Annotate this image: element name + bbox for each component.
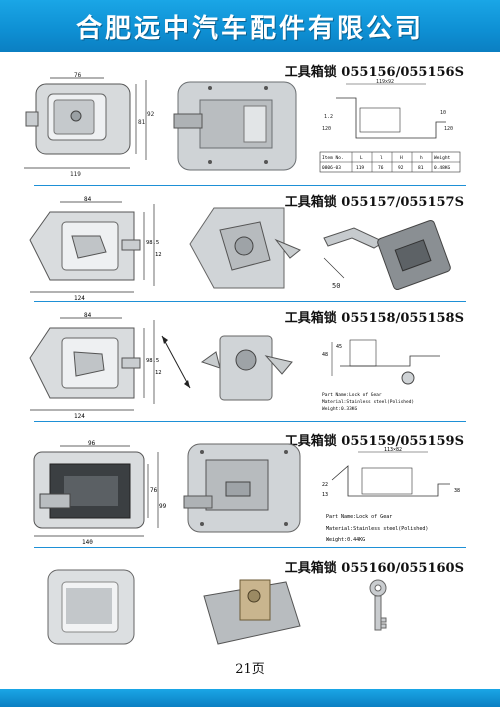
part-name: Part Name:Lock of Gear bbox=[326, 514, 392, 520]
product-title: 工具箱锁 055157/055157S bbox=[284, 195, 464, 210]
lock-back-photo bbox=[189, 207, 301, 289]
spec-cell: 81 bbox=[418, 165, 424, 171]
section-divider bbox=[34, 547, 466, 548]
product-title: 工具箱锁 055159/055159S bbox=[284, 434, 464, 449]
part-weight: Weight:0.33KG bbox=[322, 406, 358, 412]
dim-h1: 81 bbox=[138, 119, 146, 126]
lock-back-photo bbox=[203, 579, 301, 645]
side-label-3: 22 bbox=[322, 482, 328, 488]
side-label-3: 120 bbox=[322, 126, 331, 132]
part-material: Material:Stainless steel(Polished) bbox=[326, 526, 428, 532]
dim-inner-width: 76 bbox=[74, 72, 82, 79]
side-label-4: 13 bbox=[322, 492, 328, 498]
dim-inner-width: 84 bbox=[84, 312, 92, 319]
lock-side-photo: 50 bbox=[323, 219, 451, 291]
section-divider bbox=[34, 185, 466, 186]
side-label-1: 50 bbox=[332, 282, 340, 290]
lock-dimension-photo: 84 98.5 121 124 bbox=[29, 312, 162, 418]
side-label-5: 10 bbox=[440, 110, 446, 116]
product-title: 工具箱锁 055158/055158S bbox=[284, 311, 464, 326]
spec-cell: 0.48KG bbox=[434, 165, 451, 171]
section-divider bbox=[34, 301, 466, 302]
dim-h2: 121 bbox=[155, 370, 162, 376]
spec-header: H bbox=[400, 155, 403, 161]
lock-front-photo bbox=[47, 569, 135, 645]
side-label-2: 1.2 bbox=[324, 114, 333, 120]
lock-back-photo bbox=[183, 443, 301, 533]
product-section-055157: 工具箱锁 055157/055157S 84 98.5 121 124 50 bbox=[0, 186, 500, 300]
product-title: 工具箱锁 055160/055160S bbox=[284, 561, 464, 576]
side-label-2: 45 bbox=[336, 344, 342, 350]
product-title: 工具箱锁 055156/055156S bbox=[284, 65, 464, 80]
lock-side-drawing: 113×82 38 22 13 Part Name:Lock of Gear M… bbox=[322, 447, 460, 543]
side-label-2: 38 bbox=[454, 488, 460, 494]
page-number: 21页 bbox=[235, 662, 265, 677]
spec-header: h bbox=[420, 155, 423, 161]
dim-width: 124 bbox=[74, 295, 85, 300]
part-weight: Weight:0.44KG bbox=[326, 537, 365, 543]
lock-dimension-photo: 96 76 99 140 bbox=[33, 440, 167, 544]
part-name: Part Name:Lock of Gear bbox=[322, 392, 382, 398]
spec-table: Item No. L l H h Weight 0806-03 119 76 9… bbox=[319, 151, 461, 173]
lock-side-drawing: 48 45 Part Name:Lock of Gear Material:St… bbox=[322, 339, 440, 412]
dim-inner-width: 84 bbox=[84, 196, 92, 203]
spec-header: l bbox=[380, 155, 383, 161]
dim-width: 140 bbox=[82, 539, 93, 544]
dim-h2: 92 bbox=[147, 111, 154, 118]
spec-header: Weight bbox=[434, 155, 451, 161]
lock-back-photo bbox=[173, 81, 297, 171]
dim-h1: 76 bbox=[150, 487, 158, 494]
product-section-055159: 工具箱锁 055159/055159S 96 76 99 140 113×82 … bbox=[0, 422, 500, 544]
dim-h1: 98.5 bbox=[146, 358, 159, 364]
lock-dimension-photo: 84 98.5 121 124 bbox=[29, 196, 162, 300]
part-material: Material:Stainless steel(Polished) bbox=[322, 399, 414, 405]
dim-width: 124 bbox=[74, 413, 85, 418]
lock-dimension-photo: 76 81 92 119 bbox=[24, 72, 154, 178]
side-label-1: 113×82 bbox=[384, 447, 402, 453]
dim-h2: 121 bbox=[155, 252, 162, 258]
section-divider bbox=[34, 421, 466, 422]
lock-side-drawing: 119x92 1.2 120 10 Item No. L l H h Weigh… bbox=[319, 79, 461, 173]
key-icon bbox=[369, 579, 387, 631]
spec-header: L bbox=[360, 155, 363, 161]
spec-cell: 92 bbox=[398, 165, 404, 171]
product-section-055158: 工具箱锁 055158/055158S 84 98.5 121 124 48 4… bbox=[0, 302, 500, 420]
page-footer bbox=[0, 689, 500, 707]
direction-arrow-icon bbox=[161, 335, 191, 389]
spec-cell: 0806-03 bbox=[322, 165, 341, 171]
spec-cell: 119 bbox=[356, 165, 364, 171]
side-label-1: 119x92 bbox=[376, 79, 394, 85]
dim-h1: 98.5 bbox=[146, 240, 159, 246]
lock-back-photo bbox=[200, 335, 293, 401]
spec-cell: 76 bbox=[378, 165, 384, 171]
company-title: 合肥远中汽车配件有限公司 bbox=[75, 14, 424, 44]
spec-header: Item No. bbox=[322, 155, 344, 161]
product-section-055160: 工具箱锁 055160/055160S bbox=[0, 548, 500, 652]
side-label-1: 48 bbox=[322, 352, 328, 358]
dim-inner-width: 96 bbox=[88, 440, 96, 447]
product-section-055156: 工具箱锁 055156/055156S 76 81 92 119 119x92 … bbox=[0, 52, 500, 184]
dim-width: 119 bbox=[70, 171, 81, 178]
side-label-4: 120 bbox=[444, 126, 453, 132]
page-header: 合肥远中汽车配件有限公司 bbox=[0, 0, 500, 52]
dim-h2: 99 bbox=[159, 503, 167, 510]
